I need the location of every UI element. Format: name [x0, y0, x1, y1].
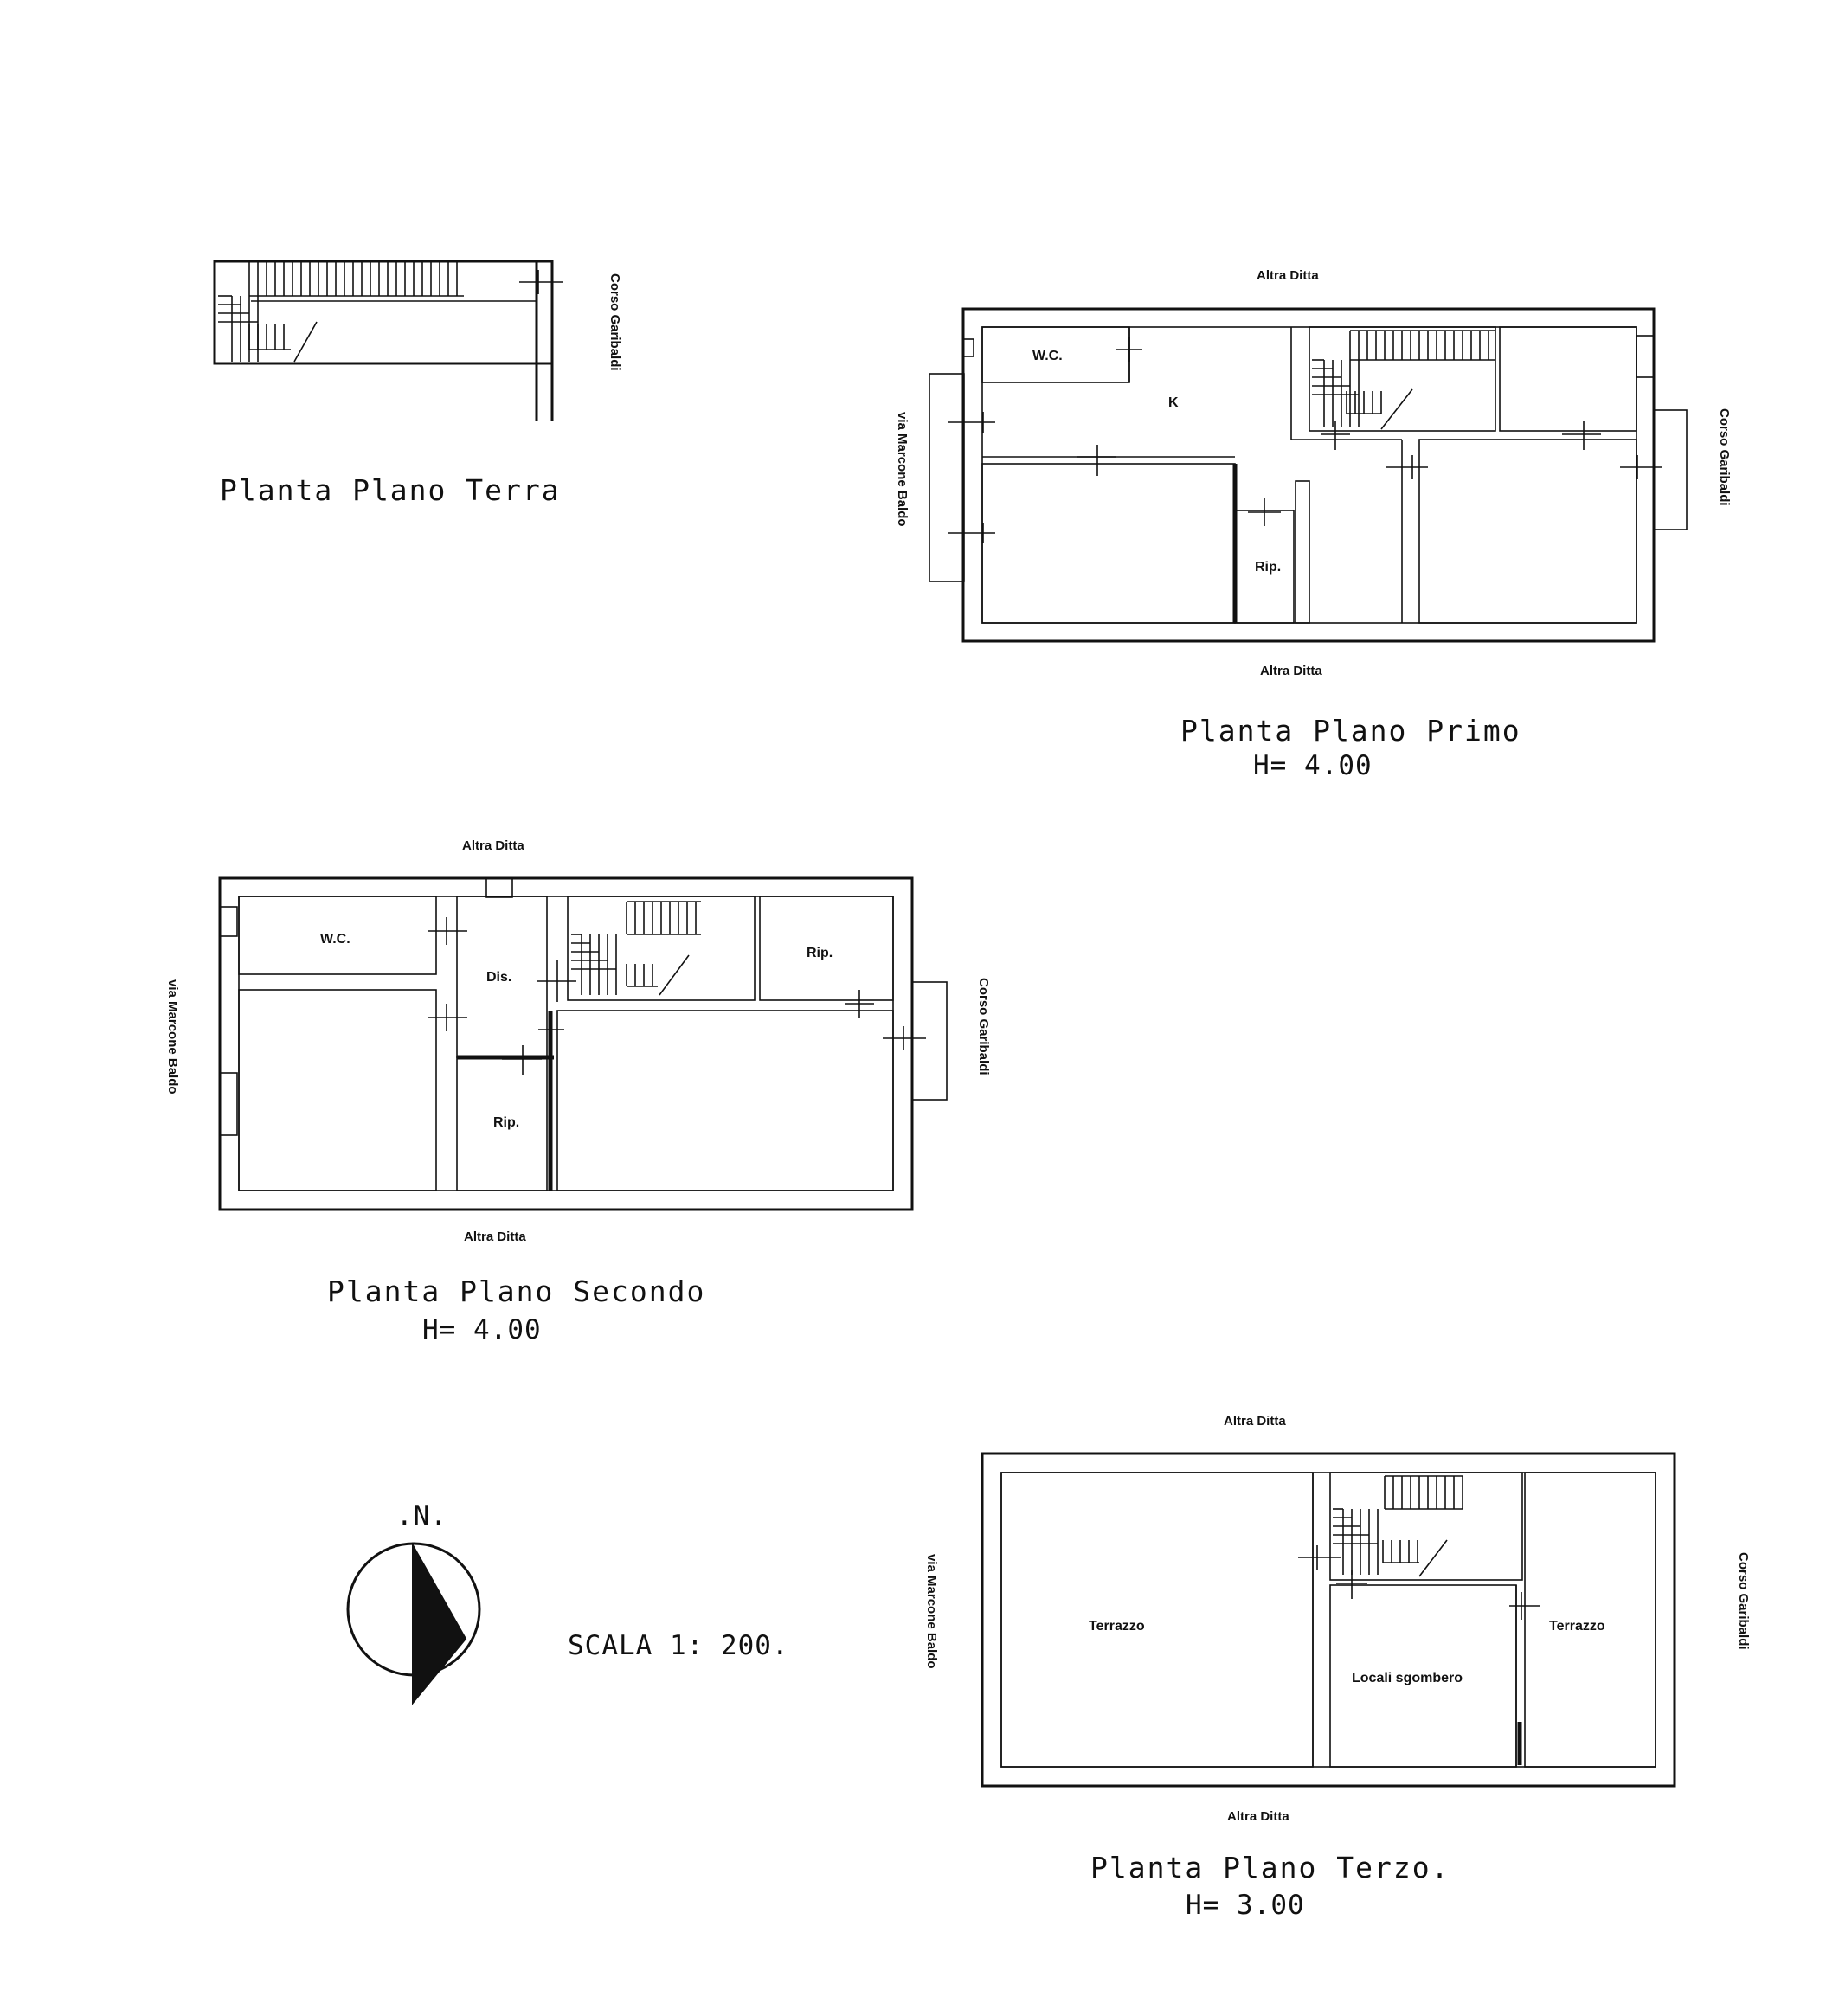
room-rip-top: [759, 896, 894, 1001]
primo-outline: [961, 307, 1656, 643]
neighbour-label-bottom: Altra Ditta: [1260, 664, 1322, 678]
room-label-terrazzo-left: Terrazzo: [1089, 1619, 1145, 1634]
room-label-wc: W.C.: [320, 932, 350, 947]
room-label-rip-top: Rip.: [807, 946, 833, 960]
stair-room: [567, 896, 756, 1001]
staircase: [571, 901, 701, 995]
secondo-outline: [218, 876, 914, 1211]
plan-terzo: Altra Ditta Terrazzo Terrazzo Locali sgo…: [924, 1414, 1751, 1921]
room-label-rip: Rip.: [1255, 560, 1281, 575]
scale-label: SCALA 1: 200.: [568, 1630, 789, 1661]
height-secondo: H= 4.00: [422, 1314, 542, 1345]
window: [219, 906, 238, 937]
room-label-rip-bottom: Rip.: [493, 1115, 519, 1130]
caption-terzo: Planta Plano Terzo.: [1090, 1851, 1450, 1884]
staircase: [1333, 1475, 1463, 1575]
north-arrow: .N.: [346, 1500, 481, 1705]
street-label-right: Corso Garibaldi: [976, 978, 991, 1075]
neighbour-label-bottom: Altra Ditta: [464, 1230, 526, 1244]
room-label-dis: Dis.: [486, 970, 511, 985]
caption-secondo: Planta Plano Secondo: [327, 1274, 705, 1308]
column: [1295, 480, 1310, 624]
north-arrow-pointer: [412, 1542, 467, 1705]
stair-arrow: [293, 321, 318, 363]
staircase: [218, 260, 464, 362]
neighbour-label-bottom: Altra Ditta: [1227, 1809, 1289, 1824]
terra-outline: [213, 260, 554, 365]
room-label-wc: W.C.: [1032, 349, 1063, 363]
terzo-outline: [981, 1452, 1676, 1788]
room-label-k: K: [1168, 395, 1179, 410]
door-marks: [948, 337, 1662, 543]
window: [219, 1072, 238, 1136]
room-left: [981, 463, 1236, 624]
height-terzo: H= 3.00: [1186, 1890, 1305, 1921]
balcony-left: [929, 373, 965, 582]
balcony-right: [911, 981, 948, 1101]
neighbour-label-top: Altra Ditta: [1257, 268, 1319, 283]
plan-primo: Altra Ditta: [895, 268, 1732, 781]
stair-room: [1309, 326, 1496, 432]
room-label-locali: Locali sgombero: [1352, 1671, 1463, 1685]
height-primo: H= 4.00: [1253, 750, 1373, 781]
plan-secondo: Altra Ditta W.C. Dis. Rip. Rip: [165, 838, 991, 1345]
door-marks: [1298, 1545, 1540, 1620]
north-label: .N.: [396, 1500, 447, 1531]
street-label-left: via Marcone Baldo: [924, 1554, 939, 1669]
room-left: [238, 989, 437, 1191]
stair-arrow: [659, 954, 690, 996]
room-right: [1418, 439, 1637, 624]
room-top-right: [1499, 326, 1637, 432]
stair-arrow: [1380, 388, 1413, 430]
door-marks: [428, 917, 926, 1075]
stair-arrow: [1418, 1539, 1448, 1577]
neighbour-label-top: Altra Ditta: [1224, 1414, 1286, 1429]
room-label-terrazzo-right: Terrazzo: [1549, 1619, 1605, 1634]
caption-terra: Planta Plano Terra: [220, 473, 561, 507]
window: [1636, 335, 1655, 378]
caption-primo: Planta Plano Primo: [1180, 714, 1521, 748]
plan-terra: Corso Garibaldi Planta Plano Terra: [213, 260, 622, 507]
balcony-right: [1653, 409, 1688, 530]
room-right: [556, 1010, 894, 1191]
street-label-right: Corso Garibaldi: [1736, 1552, 1751, 1650]
staircase: [1312, 330, 1495, 427]
street-label-right: Corso Garibaldi: [608, 273, 622, 371]
street-label-left: via Marcone Baldo: [165, 979, 180, 1095]
room-terrazzo-right: [1524, 1472, 1656, 1768]
street-label-left: via Marcone Baldo: [895, 412, 910, 527]
room-terrazzo-left: [1000, 1472, 1314, 1768]
room-wc: [238, 896, 437, 975]
neighbour-label-top: Altra Ditta: [462, 838, 524, 853]
street-label-right: Corso Garibaldi: [1717, 408, 1732, 506]
vent: [485, 877, 513, 898]
window: [962, 338, 974, 357]
stair-room: [1329, 1472, 1523, 1581]
